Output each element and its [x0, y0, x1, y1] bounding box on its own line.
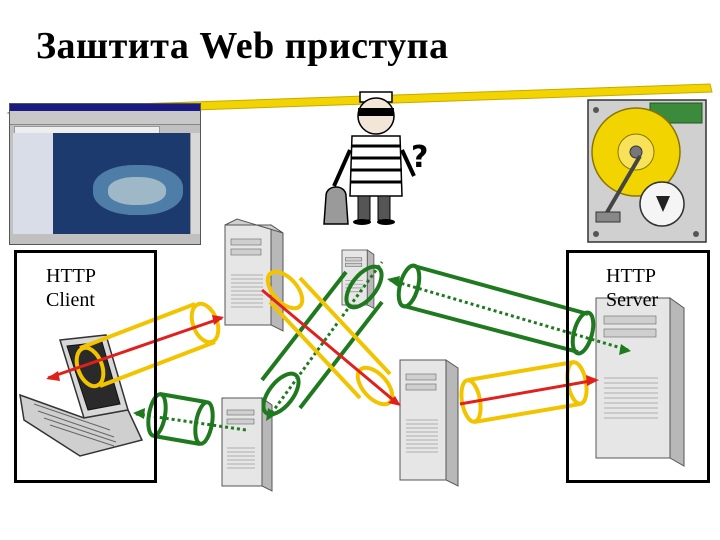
hard-disk-icon: [587, 99, 707, 243]
burglar-icon: [323, 91, 416, 225]
slide-title: Заштита Web приступа: [36, 25, 449, 67]
client-box: [14, 250, 157, 483]
server-tower-icon: [595, 297, 685, 467]
server-tower-icon: [221, 397, 273, 492]
browser-page: [13, 133, 190, 234]
server-label-line2: Server: [606, 289, 659, 311]
link-red-client: [47, 316, 223, 380]
server-label-line1: HTTP: [606, 265, 656, 287]
server-tower-icon: [224, 218, 284, 332]
globe-highlight: [108, 177, 166, 205]
link-green-dotted-server: [389, 278, 629, 352]
link-red-cross: [261, 288, 399, 406]
browser-titlebar: [10, 104, 200, 111]
server-label: HTTP Server: [606, 264, 658, 312]
tunnel-yellow-cross: [265, 269, 395, 407]
client-label-line2: Client: [46, 289, 95, 311]
link-green-dotted-cross: [266, 261, 384, 419]
page-sidebar: [13, 133, 53, 234]
question-mark: ?: [411, 140, 429, 175]
link-red-server: [459, 378, 597, 406]
server-tower-icon: [399, 359, 459, 487]
client-label-line1: HTTP: [46, 265, 96, 287]
client-label: HTTP Client: [46, 264, 96, 312]
browser-window-icon: [9, 103, 201, 245]
tunnel-green-server: [396, 263, 596, 356]
browser-scrollbar: [190, 133, 200, 234]
browser-toolbar: [10, 111, 200, 125]
server-box: [566, 250, 710, 483]
